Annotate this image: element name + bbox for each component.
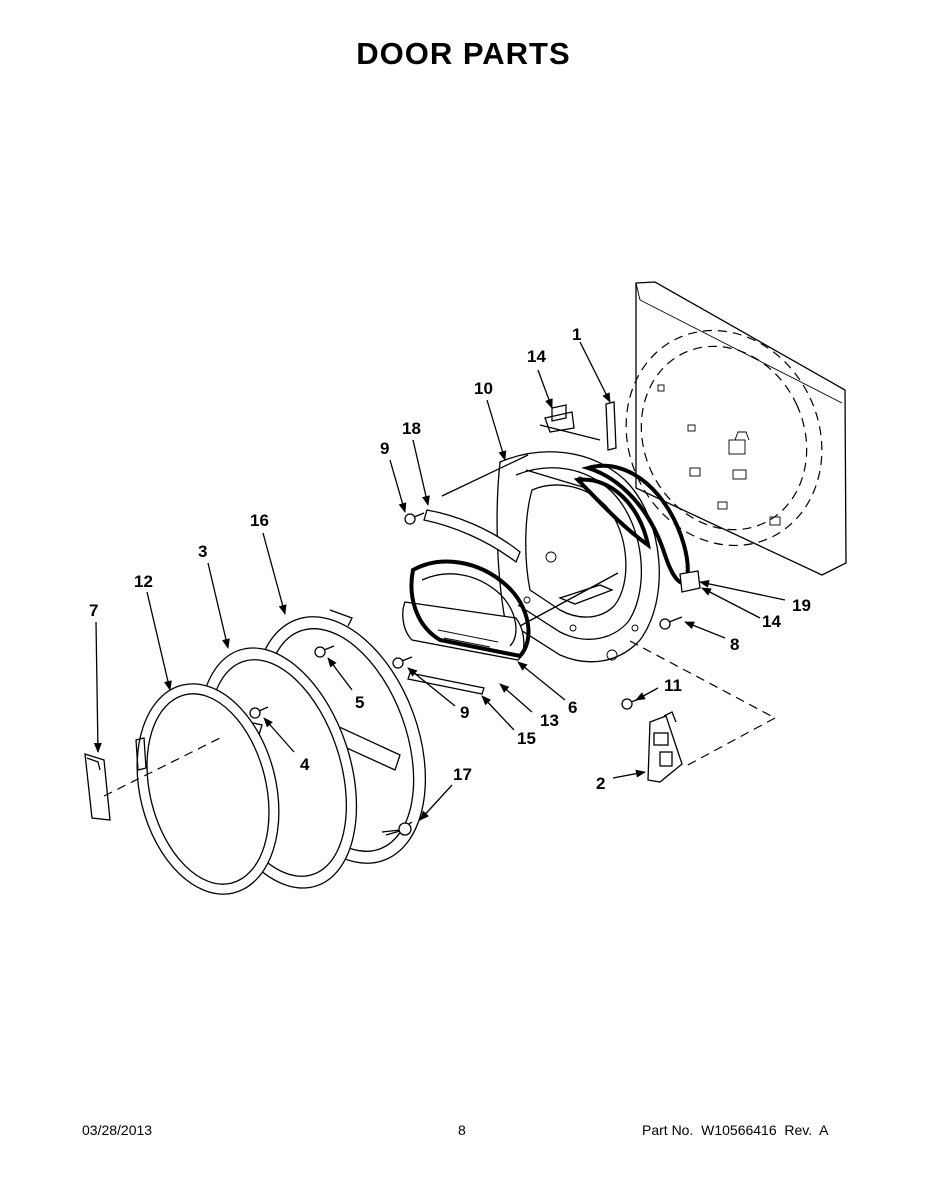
callout-5: 5 [355,693,364,712]
callout-1: 1 [572,325,581,344]
callout-6: 6 [568,698,577,717]
plunger-part-1 [605,401,617,451]
latch-part-14-right [679,570,701,593]
callout-12: 12 [134,572,153,591]
callout-18: 18 [402,419,421,438]
screw-part-9-lower [392,656,413,669]
alignment-line-hinge-2 [685,717,776,767]
callout-4: 4 [300,755,310,774]
front-panel-part-19 [625,281,847,576]
footer-page-number: 8 [458,1122,466,1138]
callout-14-top: 14 [527,347,546,366]
callout-9-top: 9 [380,439,389,458]
screw-part-17 [385,822,412,836]
callout-19: 19 [792,596,811,615]
callout-7: 7 [89,601,98,620]
callout-9-lower: 9 [460,703,469,722]
callout-3: 3 [198,542,207,561]
footer-date: 03/28/2013 [82,1122,153,1138]
footer-part-number: Part No. W10566416 Rev. A [642,1122,829,1138]
callout-11: 11 [664,676,682,695]
alignment-line-handle [103,737,221,797]
callout-14-right: 14 [762,612,781,631]
screw-part-5 [314,645,335,658]
callout-13: 13 [540,711,559,730]
door-handle-part-7 [84,753,111,821]
callout-17: 17 [453,765,472,784]
alignment-line-glass [519,572,619,627]
alignment-line-strike [539,424,601,441]
alignment-line-trim [441,454,529,497]
retainer-strip-part-15 [407,672,485,695]
trim-strip-part-18 [423,509,521,564]
callout-10: 10 [474,379,493,398]
alignment-line-hinge [629,640,776,719]
callout-16: 16 [250,511,269,530]
screw-part-4 [249,706,269,719]
inner-door-gasket [573,477,651,550]
callout-8: 8 [730,635,739,654]
page-title: DOOR PARTS [356,36,571,71]
leader-arrows [93,341,786,821]
callout-15: 15 [517,729,536,748]
screw-part-8 [659,616,683,630]
alignment-line-trim-2 [525,469,587,489]
screw-part-9-top [404,512,425,525]
door-trim-ring-part-12 [135,683,280,895]
callout-2: 2 [596,774,605,793]
screw-part-11 [621,697,643,710]
inner-door-part-10 [496,451,660,663]
hinge-part-2 [647,711,683,783]
